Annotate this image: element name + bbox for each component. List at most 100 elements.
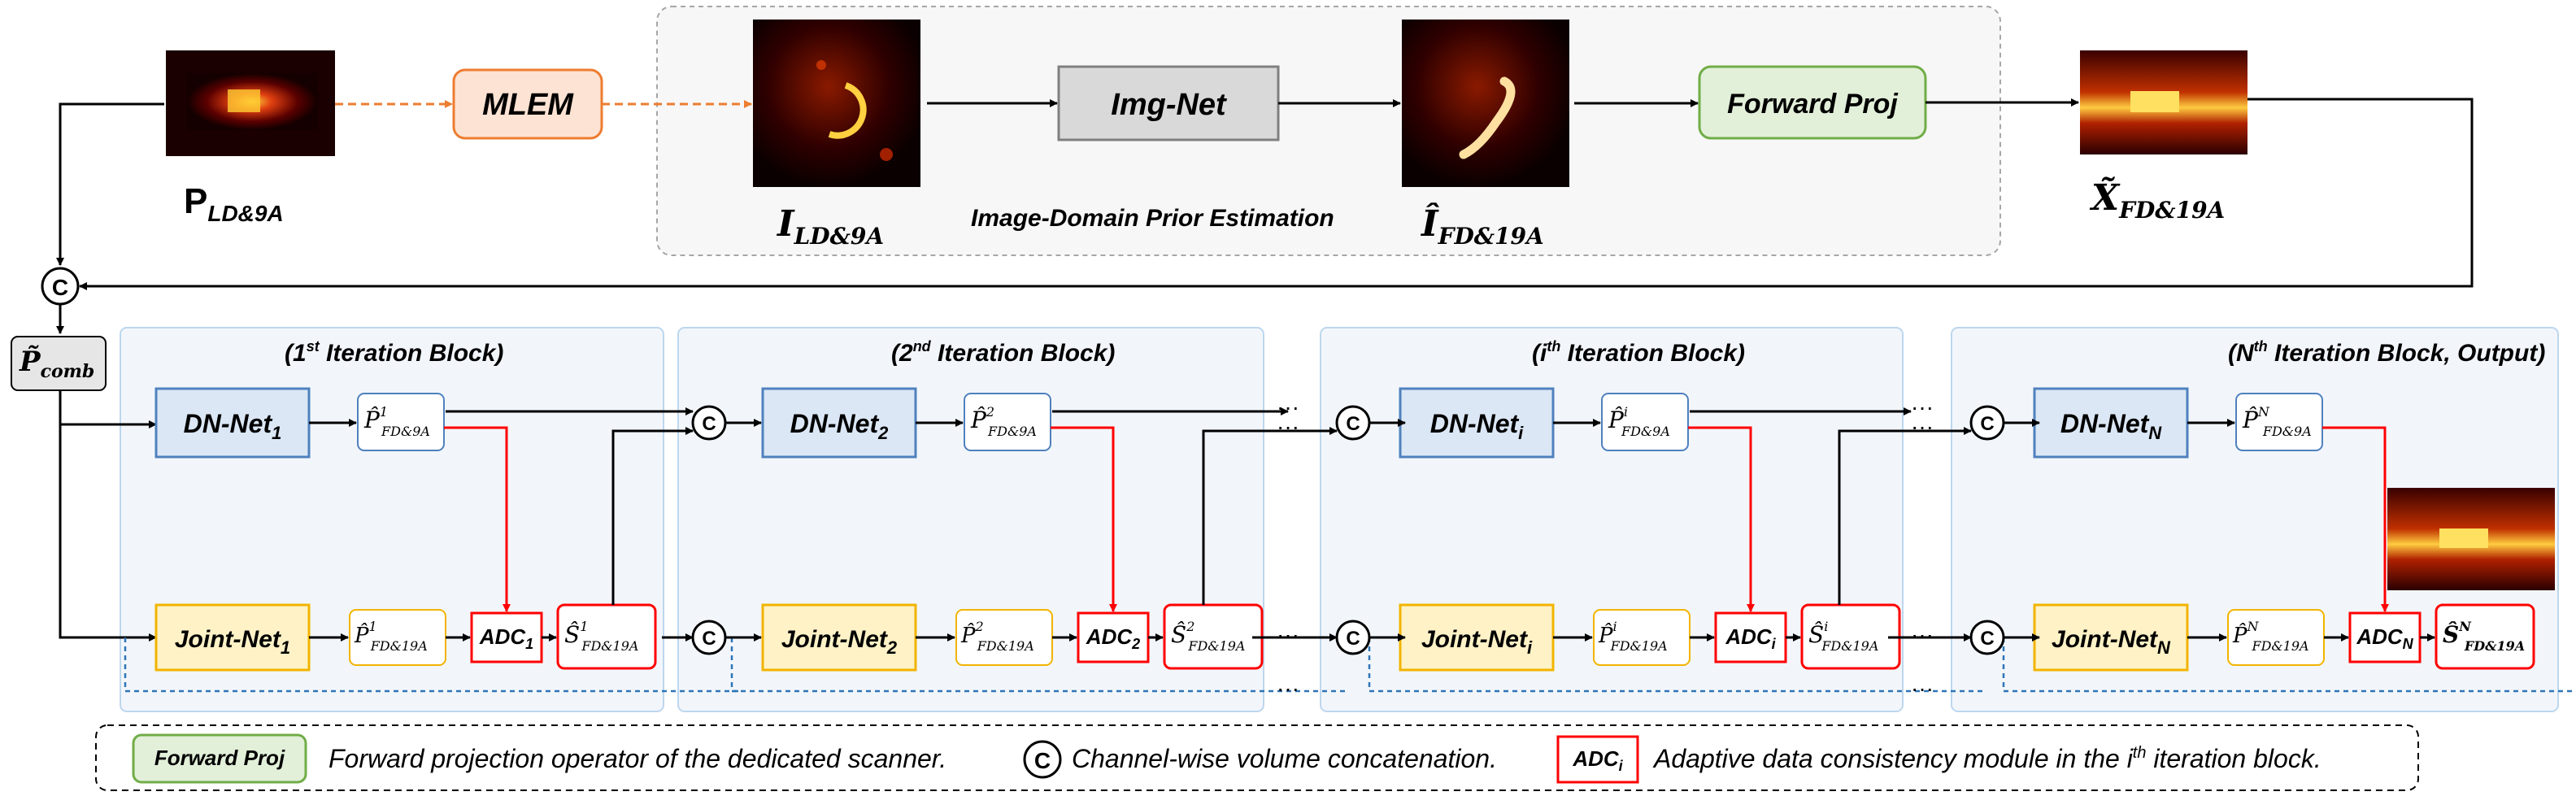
p-hat-9a-box: [964, 393, 1051, 451]
legend-adc-label: ADCi: [1572, 746, 1623, 774]
p-comb-label: P̃comb: [19, 346, 94, 382]
p-ld-label: PLD&9A: [184, 181, 284, 226]
legend-forward-proj-label: Forward Proj: [154, 746, 285, 770]
legend-forward-proj-text: Forward projection operator of the dedic…: [329, 744, 946, 773]
joint-net-label: Joint-Neti: [1421, 626, 1533, 658]
legend-concat-symbol: C: [1034, 748, 1051, 773]
block-title: (ith Iteration Block): [1532, 338, 1745, 367]
i-hat-fd-label: ÎFD&19A: [1420, 202, 1544, 250]
legend-forward-proj-box: [132, 733, 307, 784]
ellipsis: ···: [1911, 676, 1934, 701]
skip-connection: [730, 637, 1348, 693]
dn-net-label: DN-NetN: [2060, 409, 2162, 443]
adc-box: [1714, 611, 1787, 663]
concat-node-label: C: [702, 413, 716, 435]
block-title: (2nd Iteration Block): [891, 338, 1115, 367]
block-title: (Nth Iteration Block, Output): [2228, 338, 2545, 367]
joint-net-box: [761, 603, 917, 672]
legend-concat-text: Channel-wise volume concatenation.: [1072, 744, 1497, 773]
prior-estimation-panel: [656, 6, 2001, 256]
adc-label: ADC2: [1086, 624, 1140, 652]
concat-node-label: C: [1980, 628, 1994, 650]
arrow-p9a-to-adc: [1688, 426, 1755, 612]
i-hat-fd-image: [1402, 20, 1569, 187]
arrow-p9a-to-adc: [1051, 426, 1117, 612]
joint-net-label: Joint-Net2: [781, 626, 898, 658]
concat-node-label: C: [1346, 413, 1360, 435]
s-hat-box: [556, 603, 657, 670]
skip-connection: [1368, 637, 1986, 693]
dn-net-label: DN-Neti: [1430, 409, 1524, 443]
dn-net-box: [1399, 387, 1555, 459]
ellipsis: ···: [1911, 394, 1934, 420]
forward-proj-label: Forward Proj: [1727, 89, 1899, 120]
legend-adc-box: [1556, 735, 1639, 784]
block-title: (1st Iteration Block): [285, 338, 503, 367]
ellipsis: ···: [1277, 394, 1299, 420]
arrow-p9a-to-adc: [2322, 426, 2389, 612]
dn-net-label: DN-Net2: [790, 409, 889, 443]
arrow-pcomb-to-joint1: [59, 424, 157, 642]
joint-net-label: Joint-Net1: [175, 626, 290, 658]
concat-initial-label: C: [52, 275, 68, 300]
arrow-s-to-concat: [1838, 427, 1972, 605]
legend-box: [95, 724, 2419, 791]
prior-caption: Image-Domain Prior Estimation: [971, 205, 1334, 232]
ellipsis: ···: [1277, 414, 1299, 439]
concat-node-label: C: [1346, 628, 1360, 650]
img-net-label: Img-Net: [1111, 88, 1227, 122]
p-ld-sinogram-image: [166, 50, 335, 156]
dn-net-label: DN-Net1: [184, 409, 282, 443]
img-net-box: [1057, 65, 1280, 141]
p-comb-box: [11, 336, 107, 391]
arrow-s-to-concat: [611, 427, 694, 605]
arrow-x-to-concat: [79, 98, 2474, 290]
arrow-p-to-concat: [56, 102, 164, 266]
mlem-label: MLEM: [482, 88, 574, 122]
joint-net-label: Joint-NetN: [2052, 626, 2171, 658]
arrow-s-to-concat: [1202, 427, 1338, 605]
ellipsis: ···: [1277, 676, 1299, 701]
skip-connection: [124, 637, 742, 693]
concat-node-label: C: [702, 628, 716, 650]
s-hat-box: [2435, 603, 2535, 670]
adc-box: [470, 611, 543, 663]
dn-net-box: [2033, 387, 2189, 459]
ellipsis: ···: [1277, 622, 1299, 647]
adc-label: ADC1: [479, 624, 533, 652]
p-hat-9a-box: [1601, 393, 1689, 451]
x-tilde-label: X̃FD&19A: [2089, 176, 2225, 224]
i-ld-label: ILD&9A: [776, 203, 884, 250]
arrow-p9a-to-adc: [444, 426, 511, 612]
skip-connection: [2002, 637, 2576, 693]
adc-label: ADCN: [2356, 624, 2413, 652]
p-hat-9a-box: [357, 393, 445, 451]
output-sinogram-image: [2387, 488, 2555, 590]
ellipsis: ···: [1911, 414, 1934, 439]
x-tilde-sinogram-image: [2080, 50, 2247, 154]
ellipsis: ···: [1911, 622, 1934, 647]
concat-node-label: C: [1980, 413, 1994, 435]
dn-net-box: [154, 387, 311, 459]
i-ld-image: [753, 20, 920, 187]
legend-concat-icon: [1023, 740, 1062, 779]
legend-adc-text: Adaptive data consistency module in the …: [1652, 744, 2321, 773]
p-hat-9a-box: [2235, 393, 2323, 451]
